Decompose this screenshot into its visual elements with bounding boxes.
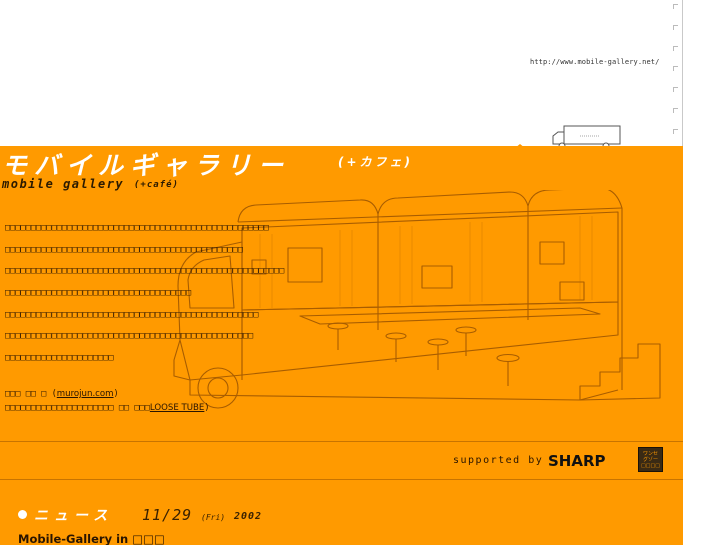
truck-icon [552, 125, 621, 150]
badge-line: グゾー [642, 456, 659, 463]
news-date: 11/29 [142, 506, 193, 524]
ruler-tick [673, 4, 678, 9]
intro-line: □□□□□□□□□□□□□□□□□□□□□□□□□□□□□□□□□□□□□□□□… [5, 309, 259, 320]
badge-line: ワンセ [642, 450, 658, 457]
supported-by-label: supported by [453, 455, 544, 466]
logo-title-japanese-sub: (+カフェ) [338, 155, 414, 169]
sponsor-band-bottom-line [0, 479, 683, 480]
news-day: (Fri) [201, 513, 226, 522]
badge-logo[interactable]: ワンセ グゾー □□□□ [638, 447, 663, 472]
credit-line-2: □□□□□□□□□□□□□□□□□□□□□ □□ □□□LOOSE TUBE) [5, 401, 210, 415]
news-year: 2002 [234, 511, 263, 522]
truck-illustration [173, 190, 661, 409]
ruler-tick [673, 87, 678, 92]
logo-title-japanese: モバイルギャラリー [2, 151, 291, 180]
intro-line: □□□□□□□□□□□□□□□□□□□□□□□□□□□□□□□□□□□□ [5, 288, 192, 299]
ruler-tick [673, 25, 678, 30]
credit-text: ) [204, 403, 210, 413]
ruler-tick [673, 108, 678, 113]
intro-line: □□□□□□□□□□□□□□□□□□□□□□□□□□□□□□□□□□□□□□□□… [5, 244, 243, 255]
ruler-tick [673, 129, 678, 134]
orange-panel-rough-edge [0, 144, 683, 154]
sponsor-band-top-line [0, 441, 683, 442]
logo-title-english: mobile gallery [2, 177, 125, 191]
orange-panel [0, 146, 683, 545]
credit-text: □□□□□□□□□□□□□□□□□□□□□ □□ □□□ [5, 403, 150, 413]
credit-line-1: □□□ □□ □ (murojun.com) [5, 387, 210, 401]
logo-title-english-sub: (+café) [134, 180, 179, 190]
loose-tube-link[interactable]: LOOSE TUBE [149, 403, 205, 413]
site-url[interactable]: http://www.mobile-gallery.net/ [530, 58, 660, 66]
credit-text: □□□ □□ □ ( [5, 389, 57, 399]
intro-line: □□□□□□□□□□□□□□□□□□□□□□□□□□□□□□□□□□□□□□□□… [5, 266, 285, 277]
sharp-logo[interactable]: SHARP [548, 452, 606, 470]
badge-line: □□□□ [641, 462, 660, 469]
news-headline-link[interactable]: Mobile-Gallery in □□□ [18, 532, 165, 545]
murojun-link[interactable]: murojun.com [56, 389, 114, 399]
intro-line: □□□□□□□□□□□□□□□□□□□□□□□□□□□□□□□□□□□□□□□□… [5, 331, 254, 342]
news-heading: ニュース [34, 508, 114, 524]
credit-text: ) [113, 389, 119, 399]
credits: □□□ □□ □ (murojun.com) □□□□□□□□□□□□□□□□□… [5, 387, 210, 415]
news-bullet-icon [18, 510, 27, 519]
ruler-tick [673, 46, 678, 51]
intro-text: □□□□□□□□□□□□□□□□□□□□□□□□□□□□□□□□□□□□□□□□… [5, 218, 284, 370]
ruler-tick [673, 66, 678, 71]
intro-line: □□□□□□□□□□□□□□□□□□□□□□□□□□□□□□□□□□□□□□□□… [5, 223, 269, 233]
intro-line: □□□□□□□□□□□□□□□□□□□□□ [5, 353, 114, 364]
